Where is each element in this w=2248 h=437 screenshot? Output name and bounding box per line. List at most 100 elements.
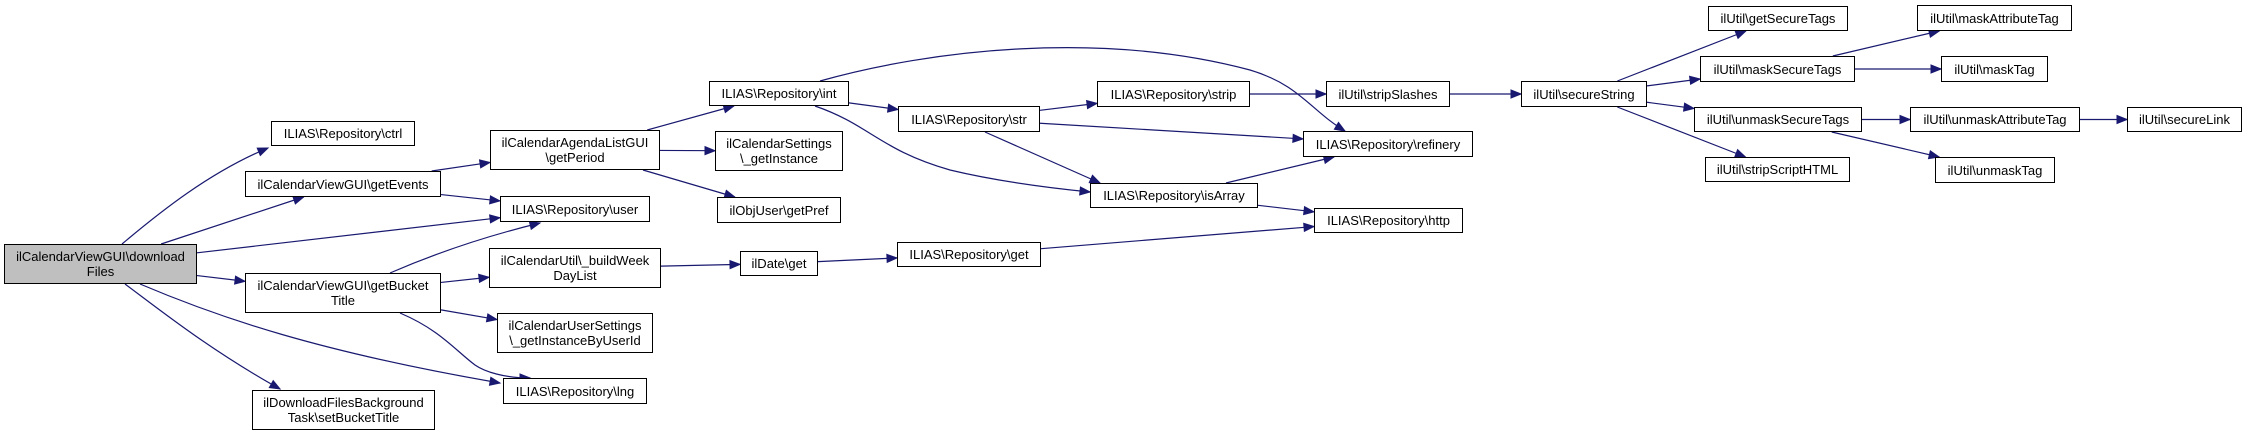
node-getPeriod[interactable]: ilCalendarAgendaListGUI \getPeriod	[490, 130, 660, 170]
node-repoGet[interactable]: ILIAS\Repository\get	[897, 242, 1041, 267]
node-getSecureTags[interactable]: ilUtil\getSecureTags	[1708, 6, 1848, 31]
edge-downloadFiles-to-user	[196, 214, 502, 254]
edge-secureString-to-getSecureTags	[1617, 30, 1748, 82]
node-secureLink[interactable]: ilUtil\secureLink	[2127, 107, 2242, 132]
node-getEvents[interactable]: ilCalendarViewGUI\getEvents	[245, 171, 441, 197]
edge-line	[389, 222, 541, 274]
edge-buildWeekDayList-to-dateGet	[660, 259, 742, 270]
edge-str-to-isArray	[984, 131, 1102, 184]
node-label: ilObjUser\getPref	[729, 202, 829, 218]
edge-line	[817, 257, 898, 263]
node-user[interactable]: ILIAS\Repository\user	[500, 196, 650, 222]
edge-line	[1040, 225, 1315, 250]
edge-getEvents-to-getPeriod	[431, 159, 492, 172]
node-maskAttributeTag[interactable]: ilUtil\maskAttributeTag	[1917, 5, 2072, 31]
edge-int-to-refinery	[819, 47, 1347, 132]
node-label: ILIAS\Repository\user	[511, 201, 639, 217]
edge-downloadFiles-to-setBucketTitle	[124, 283, 282, 390]
arrowhead-icon	[1315, 89, 1328, 99]
edge-line	[160, 196, 304, 245]
arrowhead-icon	[489, 214, 502, 224]
arrowhead-icon	[1930, 64, 1943, 74]
node-label: ilUtil\unmaskTag	[1947, 162, 2043, 178]
edge-downloadFiles-to-ctrl	[121, 147, 270, 245]
edge-unmaskSecureTags-to-unmaskAttributeTag	[1862, 114, 1912, 125]
edge-strip-to-stripSlashes	[1250, 89, 1328, 99]
edge-line	[399, 312, 531, 379]
node-buildWeekDayList[interactable]: ilCalendarUtil\_buildWeek DayList	[489, 248, 661, 288]
arrowhead-icon	[485, 313, 499, 323]
arrowhead-icon	[256, 147, 270, 157]
edge-isArray-to-http	[1257, 204, 1316, 216]
edge-unmaskAttributeTag-to-secureLink	[2080, 114, 2129, 125]
node-label: ilCalendarAgendaListGUI \getPeriod	[501, 135, 649, 165]
node-label: ILIAS\Repository\refinery	[1315, 136, 1461, 152]
edge-getPeriod-to-getInstance	[659, 145, 717, 156]
arrowhead-icon	[478, 273, 491, 284]
edge-line	[660, 263, 741, 267]
node-maskSecureTags[interactable]: ilUtil\maskSecureTags	[1700, 56, 1855, 82]
arrowhead-icon	[1088, 174, 1102, 184]
node-label: ILIAS\Repository\int	[721, 86, 837, 101]
arrowhead-icon	[1899, 114, 1912, 125]
node-label: ilCalendarUtil\_buildWeek DayList	[500, 253, 650, 283]
arrowhead-icon	[704, 145, 717, 156]
node-http[interactable]: ILIAS\Repository\http	[1314, 208, 1463, 233]
node-dateGet[interactable]: ilDate\get	[740, 251, 818, 276]
node-label: ilUtil\stripSlashes	[1338, 86, 1438, 102]
edge-getPeriod-to-getPref	[642, 169, 737, 199]
edge-secureString-to-unmaskSecureTags	[1646, 101, 1696, 112]
arrowhead-icon	[1303, 205, 1316, 216]
arrowhead-icon	[886, 103, 900, 113]
edge-int-to-str	[848, 102, 900, 113]
node-getPref[interactable]: ilObjUser\getPref	[717, 197, 841, 223]
arrowhead-icon	[1303, 222, 1316, 233]
node-refinery[interactable]: ILIAS\Repository\refinery	[1303, 131, 1473, 157]
edge-line	[121, 147, 269, 245]
node-getInstanceByUserId[interactable]: ilCalendarUserSettings \_getInstanceByUs…	[497, 313, 653, 353]
edge-getBucketTitle-to-buildWeekDayList	[440, 273, 491, 284]
node-unmaskAttributeTag[interactable]: ilUtil\unmaskAttributeTag	[1910, 107, 2080, 132]
edge-line	[1832, 30, 1940, 57]
node-label: ilUtil\maskTag	[1954, 61, 2035, 77]
edge-getBucketTitle-to-getInstanceByUserId	[440, 309, 499, 323]
node-maskTag[interactable]: ilUtil\maskTag	[1941, 56, 2048, 82]
node-label: ilUtil\secureString	[1533, 86, 1635, 102]
node-label: ILIAS\Repository\ctrl	[283, 126, 403, 141]
node-isArray[interactable]: ILIAS\Repository\isArray	[1090, 183, 1258, 208]
node-lng[interactable]: ILIAS\Repository\lng	[503, 378, 647, 404]
node-secureString[interactable]: ilUtil\secureString	[1521, 81, 1647, 107]
edge-maskSecureTags-to-maskAttributeTag	[1832, 28, 1941, 57]
node-label: ilUtil\getSecureTags	[1720, 11, 1836, 26]
node-setBucketTitle[interactable]: ilDownloadFilesBackground Task\setBucket…	[252, 390, 435, 430]
edge-repoGet-to-http	[1040, 222, 1316, 250]
edge-downloadFiles-to-getEvents	[160, 195, 305, 245]
arrowhead-icon	[292, 195, 305, 205]
arrowhead-icon	[1086, 99, 1099, 110]
arrowhead-icon	[1510, 89, 1523, 99]
node-label: ilCalendarViewGUI\download Files	[16, 249, 185, 279]
node-int[interactable]: ILIAS\Repository\int	[709, 81, 849, 106]
node-ctrl[interactable]: ILIAS\Repository\ctrl	[271, 121, 415, 146]
node-stripSlashes[interactable]: ilUtil\stripSlashes	[1326, 81, 1450, 107]
edge-line	[642, 169, 735, 198]
edge-line	[1617, 30, 1747, 82]
arrowhead-icon	[1688, 75, 1702, 86]
node-getInstance[interactable]: ilCalendarSettings \_getInstance	[715, 131, 843, 171]
node-label: ILIAS\Repository\str	[911, 111, 1027, 127]
edge-getPeriod-to-int	[647, 104, 736, 131]
node-stripScriptHTML[interactable]: ilUtil\stripScriptHTML	[1705, 157, 1850, 182]
edge-downloadFiles-to-getBucketTitle	[196, 274, 247, 285]
edge-line	[1617, 106, 1746, 158]
edge-line	[1039, 122, 1304, 140]
node-strip[interactable]: ILIAS\Repository\strip	[1097, 81, 1250, 107]
node-label: ilUtil\unmaskAttributeTag	[1923, 112, 2067, 127]
node-unmaskSecureTags[interactable]: ilUtil\unmaskSecureTags	[1694, 107, 1862, 132]
edge-str-to-refinery	[1039, 122, 1305, 144]
node-str[interactable]: ILIAS\Repository\str	[898, 106, 1040, 132]
node-unmaskTag[interactable]: ilUtil\unmaskTag	[1935, 157, 2055, 183]
node-downloadFiles: ilCalendarViewGUI\download Files	[4, 244, 197, 284]
node-label: ilDownloadFilesBackground Task\setBucket…	[263, 395, 424, 425]
node-label: ILIAS\Repository\http	[1327, 213, 1450, 228]
node-getBucketTitle[interactable]: ilCalendarViewGUI\getBucket Title	[245, 273, 441, 313]
